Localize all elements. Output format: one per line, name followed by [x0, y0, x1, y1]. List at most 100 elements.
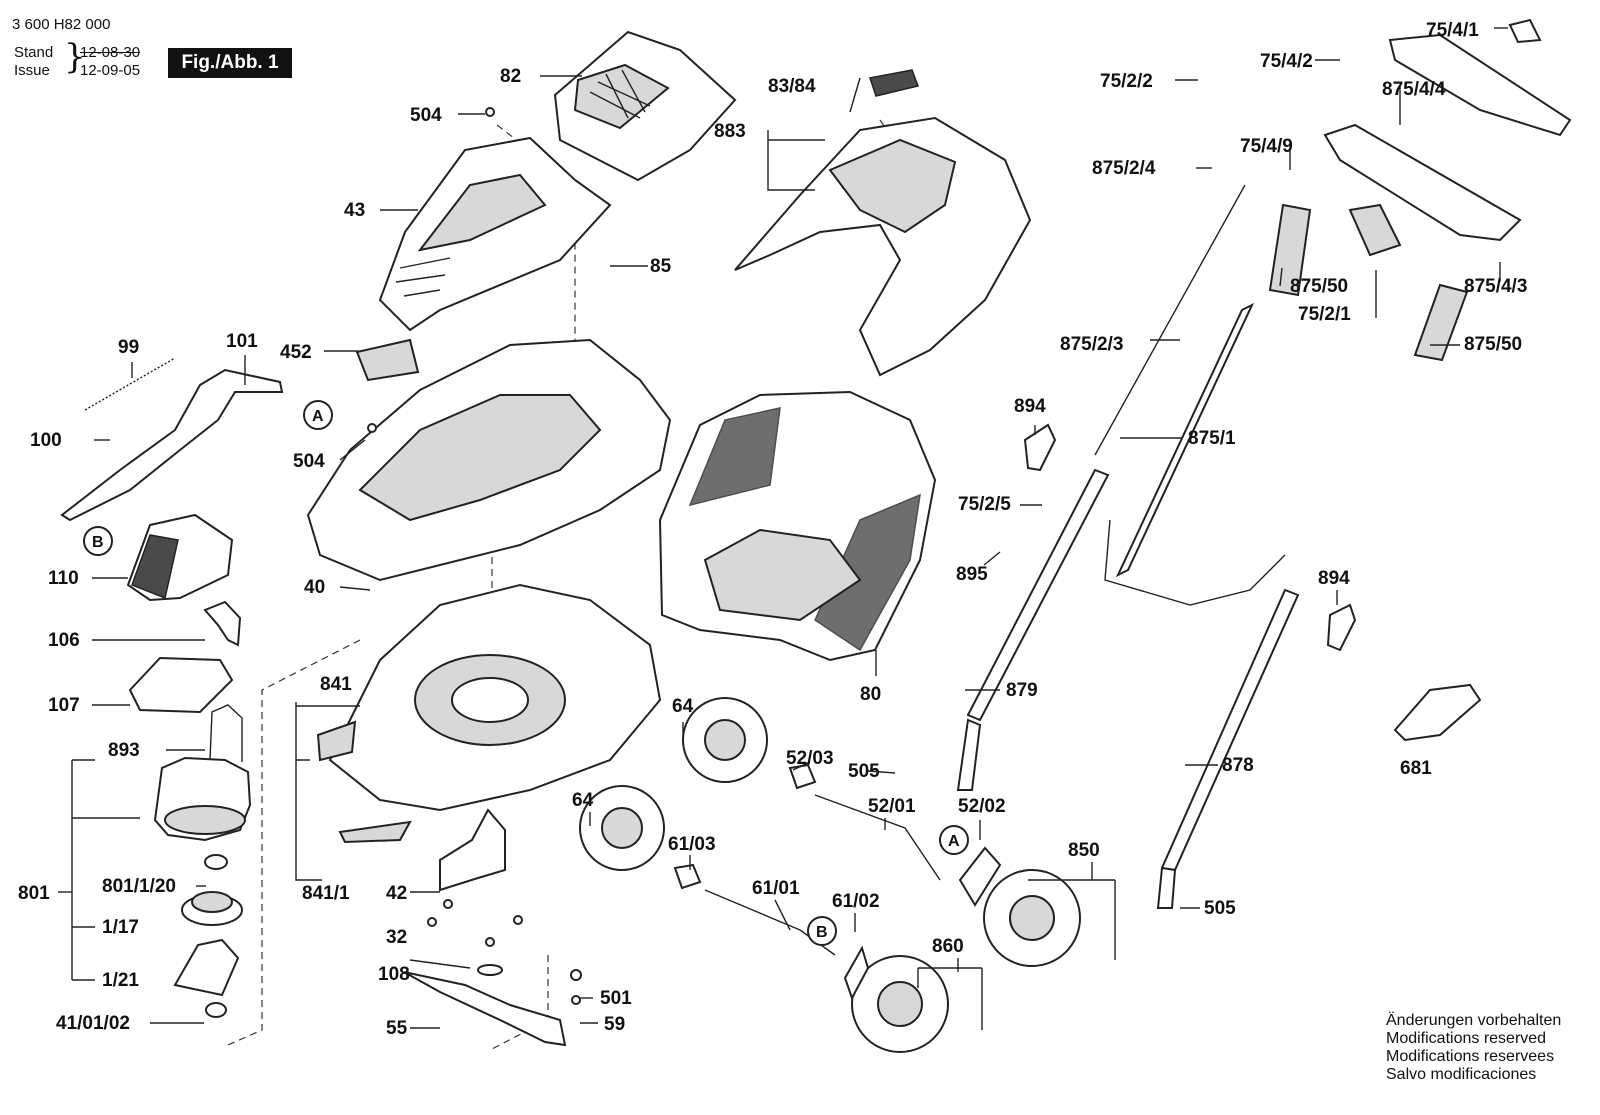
label-505-b: 505	[1204, 898, 1236, 919]
label-878: 878	[1222, 755, 1254, 776]
label-32: 32	[386, 927, 407, 948]
label-879: 879	[1006, 680, 1038, 701]
part-1-17-pulley	[181, 891, 243, 926]
part-55-blade	[403, 964, 567, 1047]
part-40-deck	[306, 338, 672, 582]
note-fr: Modifications reservees	[1386, 1048, 1555, 1065]
label-64-b: 64	[572, 790, 594, 811]
label-107: 107	[48, 695, 80, 716]
label-55: 55	[386, 1018, 408, 1039]
label-841: 841	[320, 674, 352, 695]
label-100: 100	[30, 430, 62, 451]
label-875-50-b: 875/50	[1464, 334, 1522, 355]
label-106: 106	[48, 630, 80, 651]
label-43: 43	[344, 200, 365, 221]
leader-lines	[58, 27, 1508, 1030]
label-875-1: 875/1	[1188, 428, 1236, 449]
label-504-b: 504	[293, 451, 325, 472]
label-110: 110	[48, 568, 79, 589]
stand-date: 12-08-30	[80, 44, 141, 61]
screws-32-59-501	[367, 107, 582, 1005]
part-894-knob	[1023, 423, 1357, 652]
document-number: 3 600 H82 000	[12, 16, 111, 33]
part-681-clip	[1393, 683, 1482, 742]
part-893-clip	[209, 704, 243, 762]
label-80: 80	[860, 684, 881, 705]
label-801-1-20: 801/1/20	[102, 876, 176, 897]
label-61-02: 61/02	[832, 891, 880, 912]
issue-date: 12-09-05	[80, 62, 141, 79]
part-101-lever	[60, 368, 284, 522]
label-41-01-02: 41/01/02	[56, 1013, 130, 1034]
label-893: 893	[108, 740, 140, 761]
label-681: 681	[1400, 758, 1432, 779]
label-52-01: 52/01	[868, 796, 916, 817]
ref-circle-b-2: B	[816, 924, 828, 941]
part-41-01-02-bearing	[205, 1002, 227, 1018]
label-61-01: 61/01	[752, 878, 800, 899]
label-75-4-2: 75/4/2	[1260, 51, 1313, 72]
figure-badge: Fig./Abb. 1	[168, 48, 292, 78]
label-875-50-a: 875/50	[1290, 276, 1348, 297]
part-107-tray	[128, 656, 234, 714]
label-501: 501	[600, 988, 632, 1009]
label-894-a: 894	[1014, 396, 1046, 417]
circle-references: A B A B	[83, 400, 969, 946]
part-43-housing	[378, 136, 612, 332]
label-860: 860	[932, 936, 964, 957]
label-875-2-3: 875/2/3	[1060, 334, 1123, 355]
label-504-a: 504	[410, 105, 442, 126]
part-64-wheel-front-2	[579, 785, 665, 871]
label-52-02: 52/02	[958, 796, 1006, 817]
label-85: 85	[650, 256, 672, 277]
label-894-b: 894	[1318, 568, 1350, 589]
label-101: 101	[226, 331, 258, 352]
label-75-2-5: 75/2/5	[958, 494, 1011, 515]
label-850: 850	[1068, 840, 1100, 861]
label-875-2-4: 875/2/4	[1092, 158, 1156, 179]
label-61-03: 61/03	[668, 834, 716, 855]
label-108: 108	[378, 964, 410, 985]
label-875-4-3: 875/4/3	[1464, 276, 1527, 297]
label-64-a: 64	[672, 696, 694, 717]
label-1-17: 1/17	[102, 917, 139, 938]
label-75-4-9: 75/4/9	[1240, 136, 1293, 157]
label-59: 59	[604, 1014, 625, 1035]
brace-glyph: }	[64, 37, 86, 77]
label-841-1: 841/1	[302, 883, 350, 904]
stand-label: Stand	[14, 44, 54, 61]
issue-label: Issue	[14, 62, 50, 79]
label-75-4-1: 75/4/1	[1426, 20, 1479, 41]
label-1-21: 1/21	[102, 970, 139, 991]
part-850-wheel-rear	[983, 869, 1081, 967]
part-110-cover	[126, 513, 234, 602]
label-895: 895	[956, 564, 988, 585]
part-860-wheel-rear	[851, 955, 949, 1053]
handle-tubes	[956, 184, 1469, 909]
label-883: 883	[714, 121, 746, 142]
axle-parts	[673, 763, 1002, 1001]
label-82: 82	[500, 66, 521, 87]
ref-circle-a-2: A	[948, 833, 960, 850]
ref-circle-b-1: B	[92, 534, 104, 551]
label-801: 801	[18, 883, 50, 904]
modification-notes: Änderungen vorbehalten Modifications res…	[1386, 1012, 1561, 1084]
label-42: 42	[386, 883, 407, 904]
part-883-top-cover	[734, 69, 1032, 377]
part-1-21-belt	[173, 938, 240, 997]
label-875-4-4: 875/4/4	[1382, 79, 1446, 100]
note-es: Salvo modificaciones	[1386, 1066, 1537, 1083]
part-841-1-guards	[316, 720, 412, 844]
part-64-wheel-front-1	[682, 697, 768, 783]
note-de: Änderungen vorbehalten	[1386, 1012, 1562, 1029]
label-99: 99	[118, 337, 139, 358]
part-801-1-20-bearing	[204, 854, 228, 870]
ref-circle-a-1: A	[312, 408, 324, 425]
part-42-flap	[439, 808, 506, 892]
part-80-grass-box	[658, 390, 937, 662]
part-99-spring	[84, 357, 176, 411]
part-106-switch	[203, 600, 242, 647]
part-labels: 82 504 43 85 83/84 883 99 101 452 100 50…	[18, 20, 1527, 1039]
part-875-4-handle-bar	[1323, 18, 1572, 257]
label-505-a: 505	[848, 761, 880, 782]
